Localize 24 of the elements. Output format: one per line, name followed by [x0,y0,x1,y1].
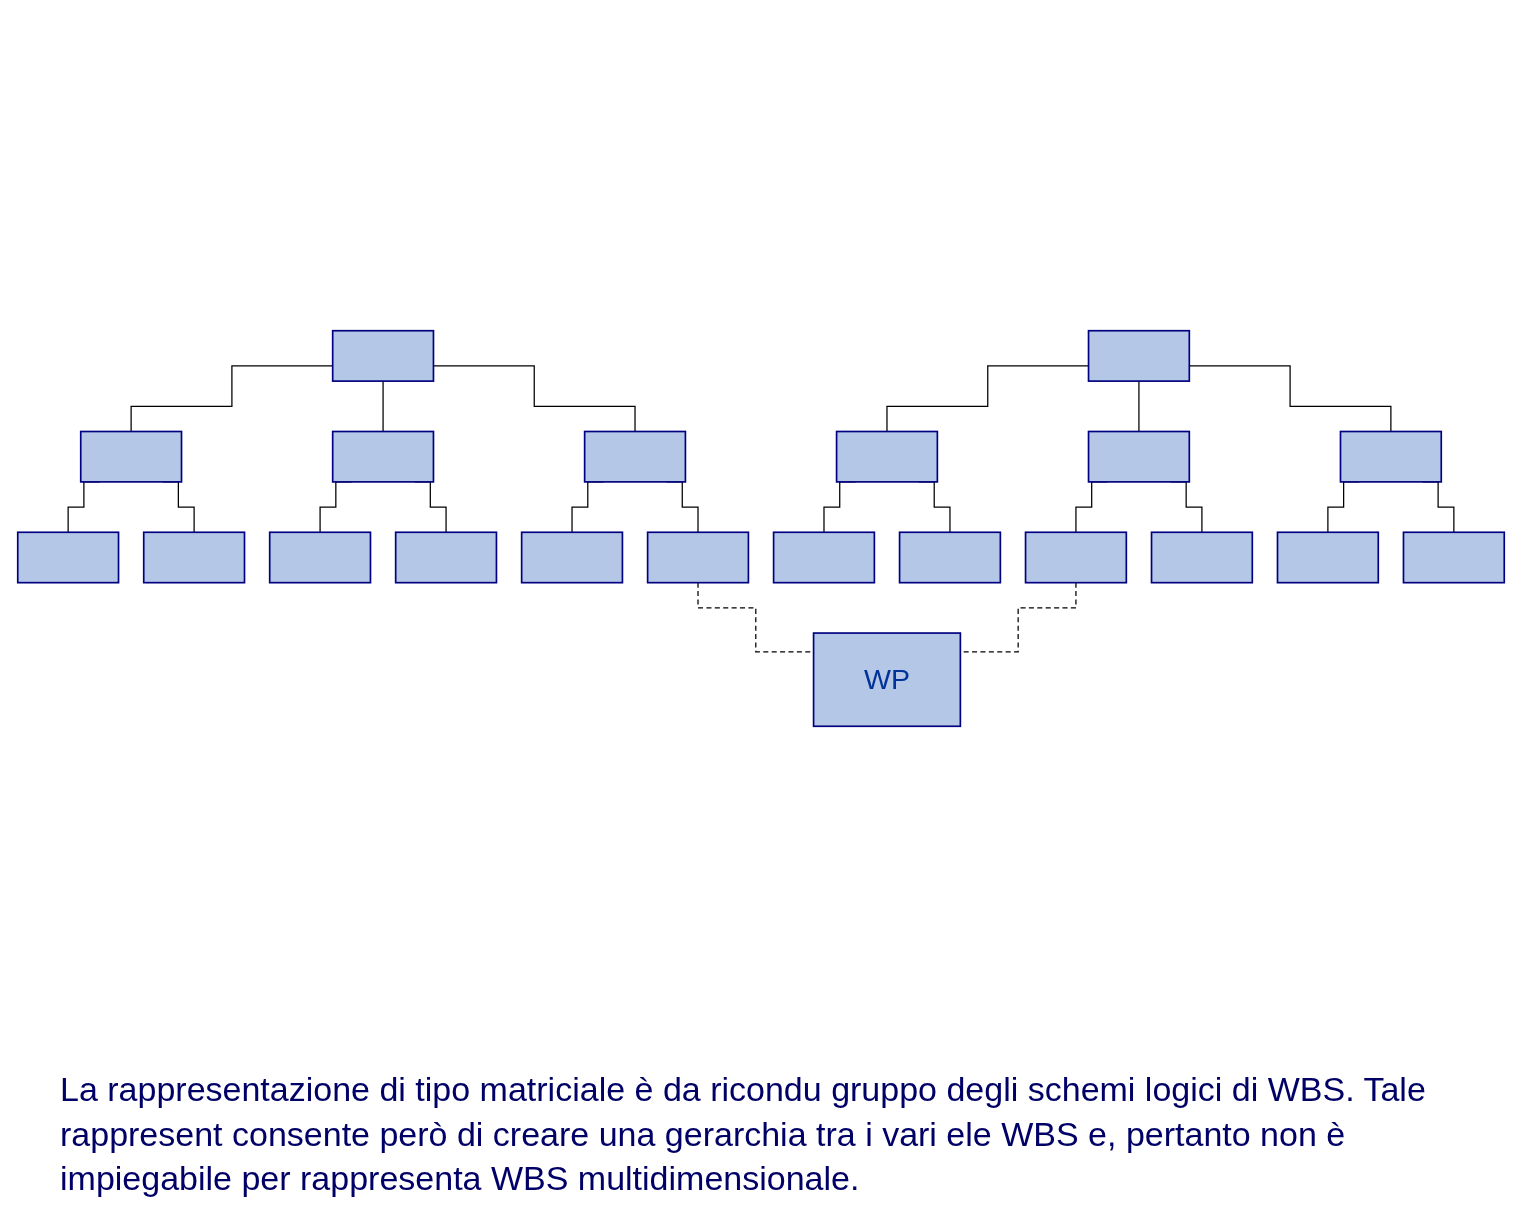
node-box [583,430,687,483]
node-box [16,531,120,584]
node-box [772,531,876,584]
node-box [1087,430,1191,483]
node-box [898,531,1002,584]
node-box [1024,531,1128,584]
node-box [79,430,183,483]
node-box [1087,330,1191,383]
node-box [331,330,435,383]
node-box [268,531,372,584]
node-box [1339,430,1443,483]
node-box [331,430,435,483]
connector [1138,380,1140,433]
node-box [1402,531,1506,584]
connector [382,380,384,433]
note-text: La rappresentazione di tipo matriciale è da ricondu gruppo degli schemi logici di WBS. Tale rappresent consente però di creare una gerarchia tra i vari ele WBS e, pertanto non è impiegabile per rappresenta WBS multidimensionale. [60,1069,1427,1199]
node-box [394,531,498,584]
node-box [520,531,624,584]
node-box [835,430,939,483]
node-box [646,531,750,584]
node-box [142,531,246,584]
node-box: WP [812,632,962,728]
node-box [1150,531,1254,584]
node-box [1276,531,1380,584]
